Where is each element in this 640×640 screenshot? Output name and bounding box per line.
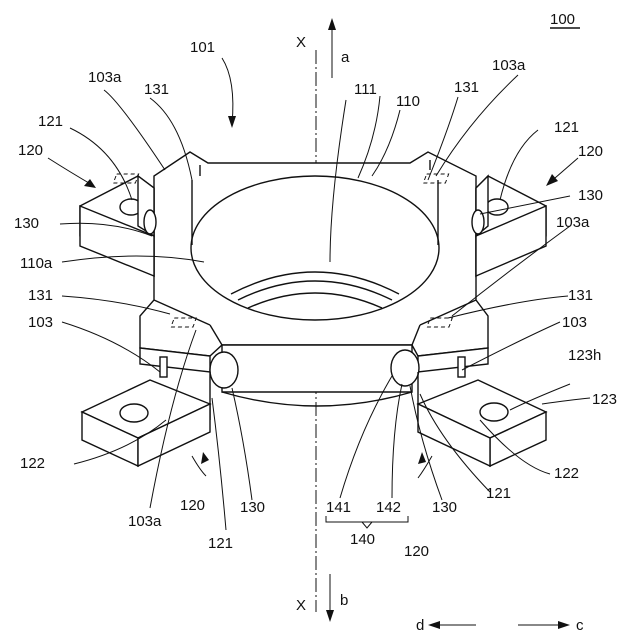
figure-number: 100 xyxy=(550,11,575,28)
label-121-tl: 121 xyxy=(38,113,63,130)
foot-bottom-right xyxy=(418,357,546,466)
axis-label-bottom: X xyxy=(296,597,306,614)
label-110a: 110a xyxy=(20,255,53,272)
arrow-up-a xyxy=(328,18,336,78)
label-103a-bl: 103a xyxy=(128,513,162,530)
label-103a-rm: 103a xyxy=(556,214,590,231)
label-131-tl: 131 xyxy=(144,81,169,98)
label-121-bl: 121 xyxy=(208,535,233,552)
dir-label-c: c xyxy=(576,617,584,634)
label-131-ml: 131 xyxy=(28,287,53,304)
label-103-r: 103 xyxy=(562,314,587,331)
label-120-br: 120 xyxy=(404,543,429,560)
dir-label-d: d xyxy=(416,617,424,634)
label-120-tr: 120 xyxy=(578,143,603,160)
label-140: 140 xyxy=(350,531,375,548)
label-130-br: 130 xyxy=(432,499,457,516)
label-111: 111 xyxy=(354,81,377,98)
label-130-tr: 130 xyxy=(578,187,603,204)
label-121-br: 121 xyxy=(486,485,511,502)
label-101: 101 xyxy=(190,39,215,56)
arrow-right-c xyxy=(518,621,570,629)
label-120-bl: 120 xyxy=(180,497,205,514)
label-142: 142 xyxy=(376,499,401,516)
label-103a-tl: 103a xyxy=(88,69,122,86)
arrow-left-d xyxy=(428,621,476,629)
label-123h: 123h xyxy=(568,347,601,364)
foot-top-right xyxy=(472,176,546,276)
label-130-bl: 130 xyxy=(240,499,265,516)
foot-top-left xyxy=(80,176,156,276)
label-103-l: 103 xyxy=(28,314,53,331)
label-131-mr: 131 xyxy=(568,287,593,304)
label-131-tr: 131 xyxy=(454,79,479,96)
label-103a-tr: 103a xyxy=(492,57,526,74)
label-123: 123 xyxy=(592,391,617,408)
label-110: 110 xyxy=(396,93,420,110)
ring-bore xyxy=(191,176,439,320)
foot-bottom-left xyxy=(82,357,210,466)
arrow-down-b xyxy=(326,574,334,622)
label-122-l: 122 xyxy=(20,455,45,472)
label-122-r: 122 xyxy=(554,465,579,482)
label-130-tl: 130 xyxy=(14,215,39,232)
axis-label-top: X xyxy=(296,34,306,51)
label-120-tl: 120 xyxy=(18,142,43,159)
dir-label-b: b xyxy=(340,592,348,609)
label-141: 141 xyxy=(326,499,351,516)
label-121-tr: 121 xyxy=(554,119,579,136)
dir-label-a: a xyxy=(341,49,350,66)
